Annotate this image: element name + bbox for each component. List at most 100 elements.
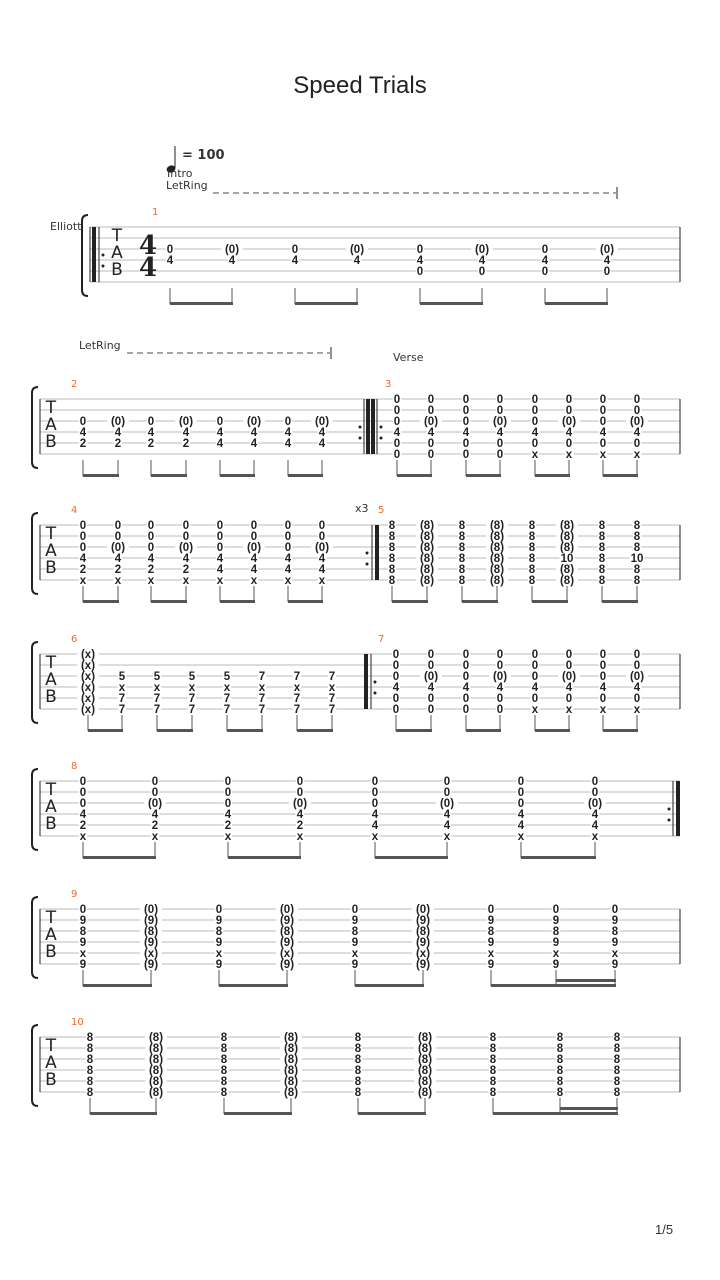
- system-bracket-icon: [31, 386, 39, 469]
- fret-bg: [249, 427, 259, 437]
- fret-number: 8: [634, 531, 641, 543]
- let-ring-label: LetRing: [166, 179, 208, 192]
- fret-number: 8: [389, 542, 396, 554]
- quarter-note-icon: [166, 165, 176, 173]
- fret-number: (8): [490, 542, 504, 554]
- beam: [219, 984, 288, 987]
- fret-number: 8: [634, 542, 641, 554]
- fret-number: 8: [614, 1076, 621, 1088]
- fret-bg: [597, 564, 607, 574]
- fret-bg: [78, 531, 88, 541]
- fret-bg: [85, 1087, 95, 1097]
- fret-number: (8): [149, 1032, 163, 1044]
- fret-number: 2: [297, 820, 303, 832]
- fret-bg: [516, 831, 526, 841]
- fret-number: (8): [284, 1032, 298, 1044]
- fret-number: 4: [297, 809, 304, 821]
- fret-number: 8: [221, 1043, 228, 1055]
- fret-bg: [221, 244, 243, 254]
- fret-bg: [249, 438, 259, 448]
- fret-bg: [527, 575, 537, 585]
- fret-number: 0: [497, 649, 503, 661]
- fret-number: x: [600, 449, 607, 461]
- fret-number: 4: [463, 427, 470, 439]
- fret-number: 4: [444, 809, 451, 821]
- fret-bg: [412, 926, 434, 936]
- fret-bg: [353, 1076, 363, 1086]
- fret-bg: [457, 575, 467, 585]
- fret-number: 4: [251, 553, 258, 565]
- fret-bg: [416, 520, 438, 530]
- fret-number: (8): [490, 553, 504, 565]
- fret-bg: [295, 831, 305, 841]
- fret-number: (0): [148, 798, 162, 810]
- fret-bg: [146, 416, 156, 426]
- repeat-count: x3: [355, 502, 369, 515]
- fret-number: 8: [490, 1043, 497, 1055]
- fret-number: 4: [285, 438, 292, 450]
- fret-number: 4: [217, 564, 224, 576]
- fret-number: 8: [634, 520, 641, 532]
- fret-bg: [632, 438, 642, 448]
- fret-bg: [219, 1065, 229, 1075]
- fret-bg: [181, 438, 191, 448]
- fret-bg: [461, 438, 471, 448]
- fret-number: 0: [634, 649, 640, 661]
- fret-number: 2: [148, 438, 154, 450]
- fret-number: 4: [566, 682, 573, 694]
- fret-number: 2: [183, 564, 189, 576]
- fret-bg: [530, 660, 540, 670]
- fret-bg: [391, 704, 401, 714]
- fret-number: 2: [80, 820, 86, 832]
- fret-bg: [530, 405, 540, 415]
- page-number: 1/5: [655, 1222, 674, 1237]
- fret-number: 4: [497, 427, 504, 439]
- tab-clef-letter: B: [45, 558, 57, 578]
- fret-number: x: [148, 575, 155, 587]
- fret-number: 7: [119, 704, 125, 716]
- fret-bg: [412, 904, 434, 914]
- fret-bg: [78, 427, 88, 437]
- fret-number: x: [154, 682, 161, 694]
- fret-bg: [140, 915, 162, 925]
- fret-bg: [540, 244, 550, 254]
- fret-number: 4: [167, 255, 174, 267]
- fret-bg: [280, 1032, 302, 1042]
- fret-number: 7: [119, 693, 125, 705]
- fret-number: 0: [183, 520, 189, 532]
- fret-bg: [77, 671, 99, 681]
- fret-number: (8): [149, 1043, 163, 1055]
- fret-number: x: [80, 575, 87, 587]
- tab-clef-letter: A: [111, 243, 123, 263]
- measure-number: 5: [378, 505, 384, 516]
- repeat-dots: [373, 680, 377, 684]
- fret-number: 0: [319, 531, 325, 543]
- fret-number: 0: [428, 394, 434, 406]
- fret-number: 8: [80, 926, 87, 938]
- fret-bg: [145, 1032, 167, 1042]
- fret-bg: [145, 1054, 167, 1064]
- fret-number: 2: [80, 438, 86, 450]
- fret-number: 0: [463, 660, 469, 672]
- fret-number: (0): [562, 671, 576, 683]
- fret-bg: [486, 937, 496, 947]
- fret-bg: [632, 649, 642, 659]
- fret-bg: [486, 542, 508, 552]
- fret-number: x: [352, 948, 359, 960]
- fret-number: 8: [459, 542, 466, 554]
- beam: [90, 1112, 157, 1115]
- fret-bg: [558, 671, 580, 681]
- fret-bg: [249, 520, 259, 530]
- fret-bg: [555, 1032, 565, 1042]
- fret-bg: [290, 255, 300, 265]
- fret-bg: [146, 438, 156, 448]
- fret-bg: [527, 531, 537, 541]
- fret-number: 0: [417, 266, 423, 278]
- fret-number: 5: [224, 671, 231, 683]
- measure-number: 6: [71, 634, 77, 645]
- beam: [392, 600, 428, 603]
- fret-number: 0: [417, 244, 423, 256]
- fret-number: (9): [280, 937, 294, 949]
- fret-bg: [78, 820, 88, 830]
- fret-number: 4: [444, 820, 451, 832]
